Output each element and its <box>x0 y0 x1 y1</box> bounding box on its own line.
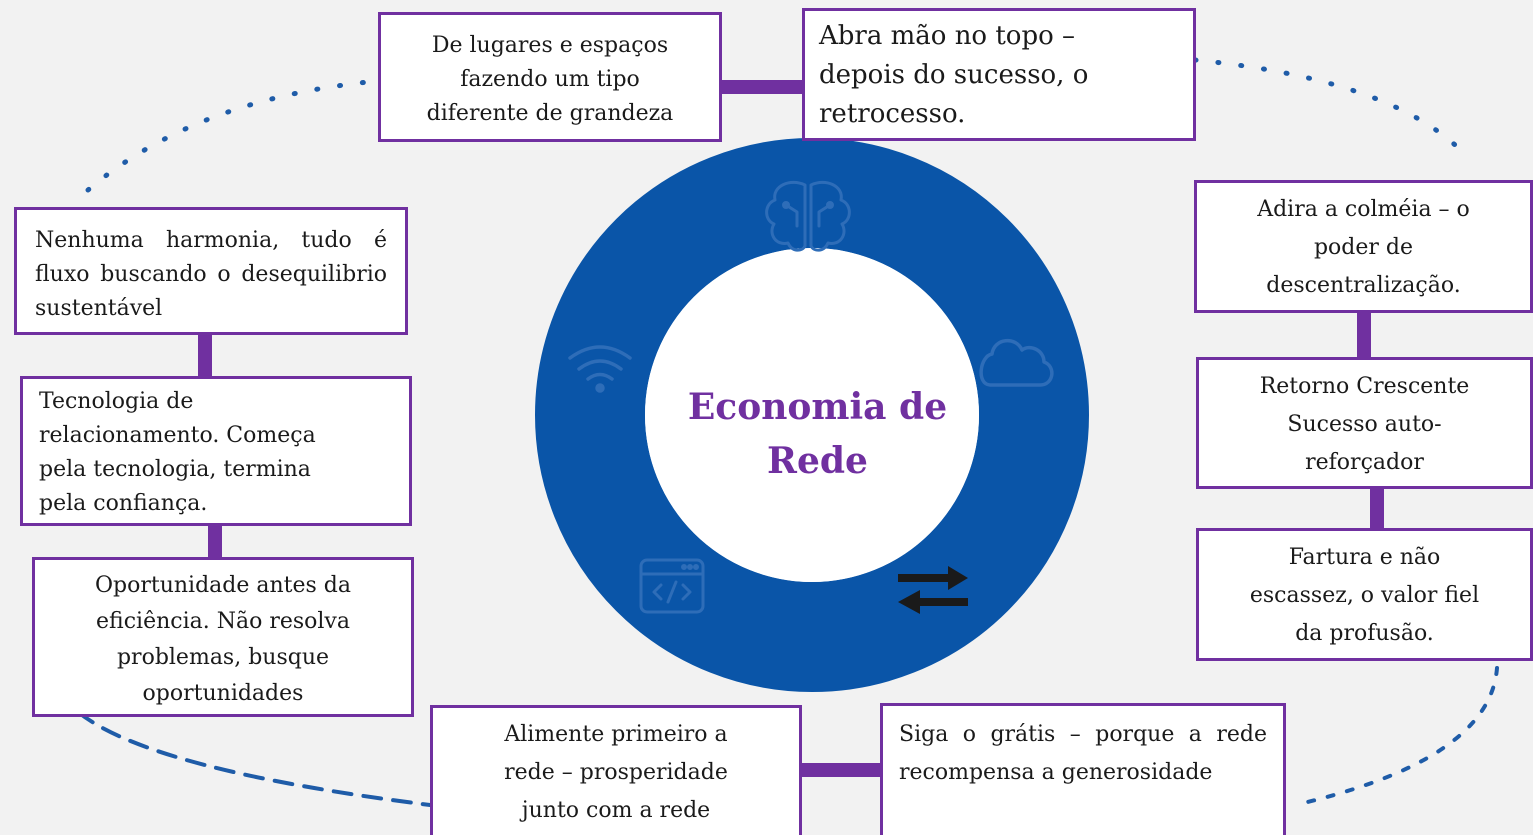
connector-top <box>720 80 804 94</box>
box-right-3: Fartura e não escassez, o valor fiel da … <box>1196 528 1533 661</box>
box-line: eficiência. Não resolva <box>96 609 350 634</box>
brain-circuit-icon <box>765 180 851 252</box>
box-left-3: Oportunidade antes da eficiência. Não re… <box>32 557 414 717</box>
dotted-orbit <box>1293 666 1499 807</box>
box-line: fazendo um tipo <box>460 67 640 92</box>
dotted-orbit <box>76 710 432 807</box>
connector-left-2-3 <box>208 524 222 560</box>
box-line: depois do sucesso, o <box>819 60 1089 90</box>
box-line: relacionamento. Começa <box>39 423 316 448</box>
box-line: reforçador <box>1305 450 1424 475</box>
box-line: rede – prosperidade <box>504 760 728 785</box>
box-top-left: De lugares e espaços fazendo um tipo dif… <box>378 12 722 142</box>
box-line: Adira a colméia – o <box>1257 197 1470 222</box>
dotted-orbit <box>85 77 393 193</box>
box-text: Siga o grátis – porque a rede recompensa… <box>899 722 1267 785</box>
box-line: Alimente primeiro a <box>504 722 728 747</box>
box-line: Tecnologia de <box>39 389 194 414</box>
box-line: Sucesso auto- <box>1287 412 1442 437</box>
ring-inner <box>645 248 979 582</box>
center-title-line-1: Economia de <box>687 386 948 428</box>
box-line: diferente de grandeza <box>426 101 674 126</box>
box-left-2: Tecnologia de relacionamento. Começa pel… <box>20 376 412 526</box>
box-line: escassez, o valor fiel <box>1249 583 1480 608</box>
box-left-1: Nenhuma harmonia, tudo é fluxo buscando … <box>14 207 408 335</box>
connector-left-1-2 <box>198 333 212 380</box>
code-window-icon <box>639 558 705 614</box>
box-line: De lugares e espaços <box>431 33 669 58</box>
cloud-icon <box>979 339 1054 387</box>
connector-bottom <box>796 763 882 777</box>
box-right-1: Adira a colméia – o poder de descentrali… <box>1194 180 1533 313</box>
connector-right-2-3 <box>1370 486 1384 530</box>
transfer-arrows-icon <box>898 566 968 614</box>
box-line: Fartura e não <box>1288 545 1441 570</box>
center-title-line-2: Rede <box>767 440 868 482</box>
box-line: pela confiança. <box>39 491 208 516</box>
box-line: retrocesso. <box>819 99 966 129</box>
box-line: Oportunidade antes da <box>94 573 352 598</box>
box-line: oportunidades <box>142 681 304 706</box>
box-line: pela tecnologia, termina <box>39 457 311 482</box>
wifi-icon <box>568 345 632 393</box>
box-line: Abra mão no topo – <box>819 21 1076 51</box>
box-line: problemas, busque <box>116 645 330 670</box>
box-top-right: Abra mão no topo – depois do sucesso, o … <box>802 8 1196 141</box>
box-right-2: Retorno Crescente Sucesso auto- reforçad… <box>1196 357 1533 489</box>
box-line: junto com a rede <box>521 798 711 823</box>
connector-right-1-2 <box>1357 310 1371 360</box>
dotted-orbit <box>1192 57 1473 163</box>
center-title: Economia de Rede <box>650 380 985 488</box>
box-line: da profusão. <box>1295 621 1434 646</box>
box-line: Retorno Crescente <box>1259 374 1470 399</box>
box-text: Nenhuma harmonia, tudo é fluxo buscando … <box>35 228 387 321</box>
box-line: poder de <box>1313 235 1414 260</box>
box-line: descentralização. <box>1266 273 1461 298</box>
box-bottom-left: Alimente primeiro a rede – prosperidade … <box>430 705 802 835</box>
box-bottom-right: Siga o grátis – porque a rede recompensa… <box>880 703 1286 835</box>
